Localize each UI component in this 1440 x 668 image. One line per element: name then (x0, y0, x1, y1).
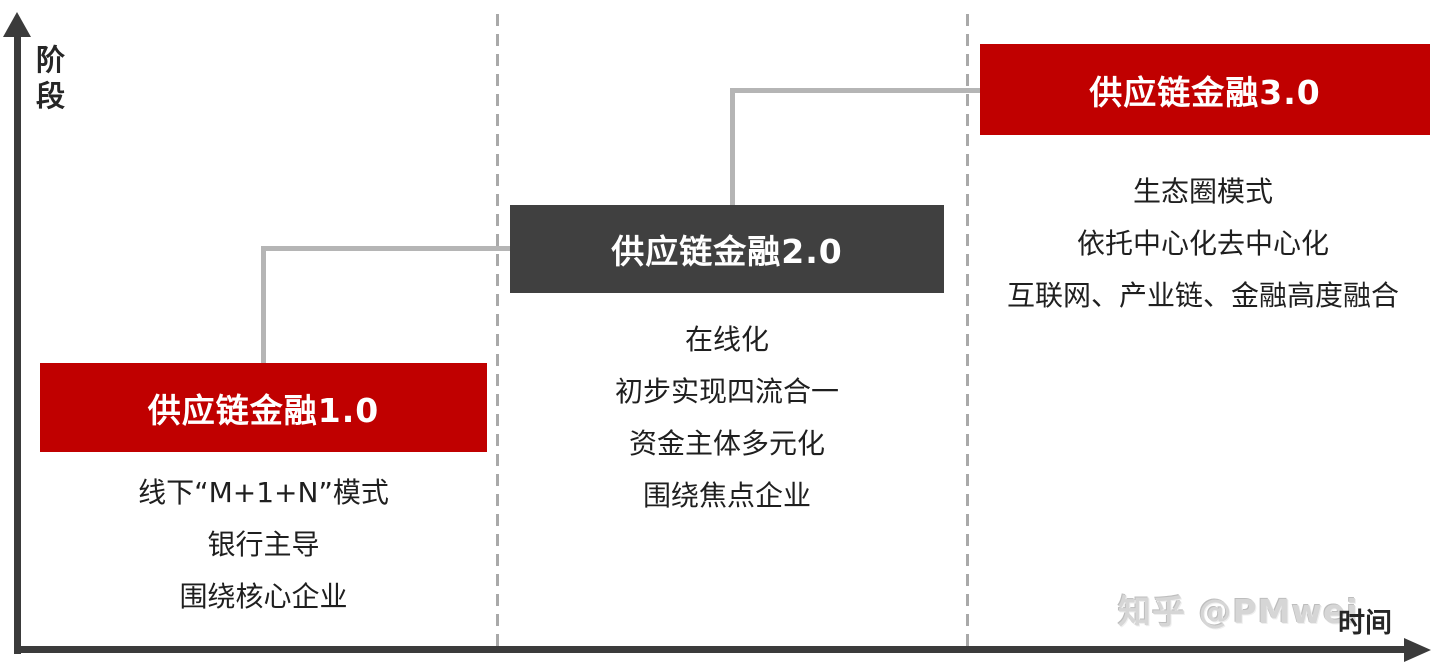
stage-1-item: 线下“M+1+N”模式 (138, 476, 389, 509)
y-axis (14, 28, 21, 654)
watermark: 知乎 @PMwei (1118, 592, 1359, 631)
stage-3-title: 供应链金融3.0 (1089, 72, 1321, 112)
x-axis (14, 646, 1406, 653)
connector-stage1-to-stage2-vertical (261, 246, 266, 365)
stage-1-item: 银行主导 (207, 528, 320, 561)
stage-3-item: 互联网、产业链、金融高度融合 (1006, 279, 1399, 312)
stage-2-title: 供应链金融2.0 (611, 232, 843, 271)
stage-2-items: 在线化 初步实现四流合一 资金主体多元化 围绕焦点企业 (510, 314, 944, 522)
stage-1-title-box: 供应链金融1.0 (40, 363, 487, 452)
stage-1-item: 围绕核心企业 (179, 580, 348, 613)
dashed-divider-2 (966, 14, 969, 646)
right-arrow-icon (1404, 638, 1431, 662)
y-axis-label: 阶段 (36, 43, 66, 113)
stage-2-item: 资金主体多元化 (628, 427, 825, 460)
stage-2-item: 初步实现四流合一 (614, 375, 839, 408)
connector-stage1-to-stage2-horizontal (261, 246, 515, 251)
stage-2-title-box: 供应链金融2.0 (510, 205, 944, 293)
stage-2-item: 围绕焦点企业 (642, 479, 811, 512)
stage-1-title: 供应链金融1.0 (147, 390, 380, 430)
x-axis-label: 时间 (1338, 608, 1392, 639)
stage-2-item: 在线化 (684, 323, 769, 356)
up-arrow-icon (3, 12, 31, 37)
dashed-divider-1 (496, 14, 499, 646)
stage-3-items: 生态圈模式 依托中心化去中心化 互联网、产业链、金融高度融合 (966, 166, 1440, 322)
connector-stage2-to-stage3-horizontal (730, 88, 985, 93)
stage-3-item: 生态圈模式 (1132, 175, 1273, 208)
stage-3-title-box: 供应链金融3.0 (980, 44, 1430, 135)
stage-3-item: 依托中心化去中心化 (1076, 227, 1329, 260)
connector-stage2-to-stage3-vertical (730, 88, 735, 207)
stage-1-items: 线下“M+1+N”模式 银行主导 围绕核心企业 (40, 467, 487, 623)
